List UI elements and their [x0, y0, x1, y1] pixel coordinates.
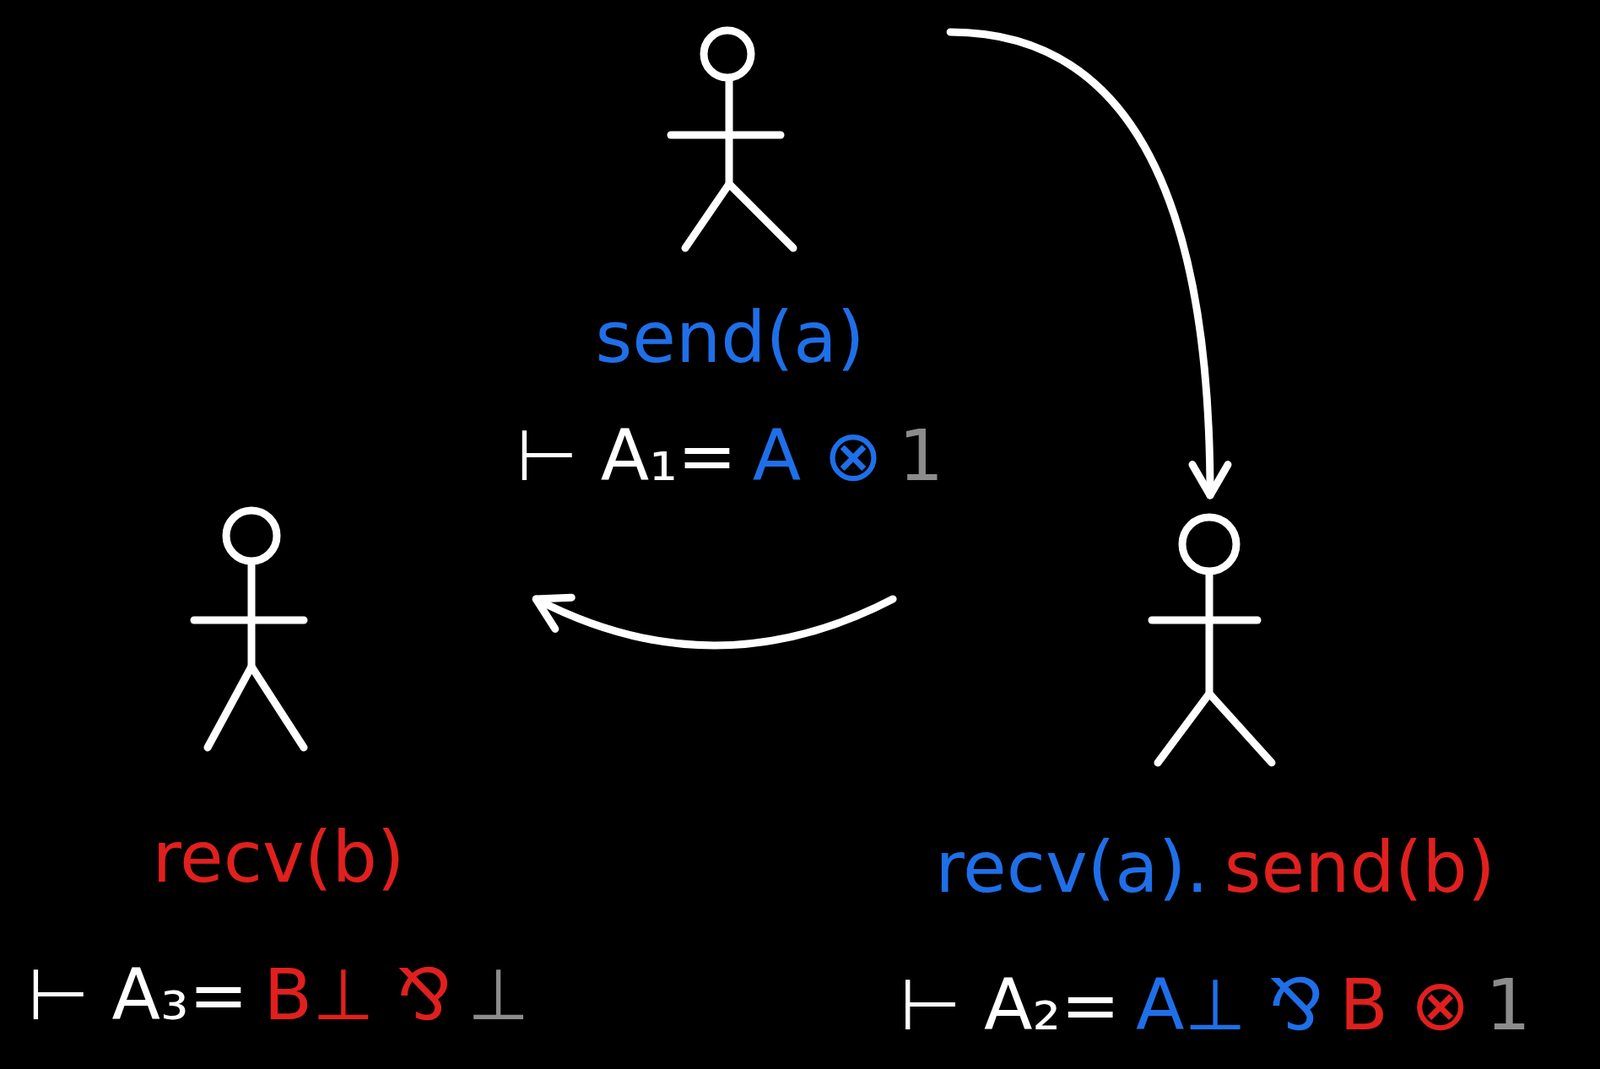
formula-text: B ⊗	[1339, 962, 1471, 1048]
formula-text: recv(b)	[151, 815, 405, 900]
formula-text: recv(a).	[935, 825, 1209, 910]
formula-text: A⊥ ⅋	[1135, 962, 1325, 1048]
formula-text: ⊢ A₃=	[27, 952, 249, 1038]
text-line: ⊢ A₁=A ⊗1	[516, 413, 944, 498]
formula-text: ⊥	[467, 952, 530, 1038]
text-line: send(a)	[594, 295, 865, 380]
message-arrow	[535, 597, 893, 646]
message-arrow	[950, 32, 1228, 496]
actor-figure	[194, 510, 304, 748]
formula-text: A ⊗	[752, 413, 884, 498]
actor-node: recv(a).send(b) ⊢ A₂=A⊥ ⅋B ⊗1	[899, 502, 1531, 1048]
formula-text: send(a)	[594, 295, 865, 380]
formula-text: ⊢ A₂=	[899, 962, 1120, 1048]
text-line: recv(b)	[151, 815, 405, 900]
formula-text: B⊥ ⅋	[264, 952, 453, 1038]
text-line: ⊢ A₃=B⊥ ⅋⊥	[27, 952, 530, 1038]
formula-text: send(b)	[1224, 825, 1496, 910]
formula-text: 1	[898, 413, 944, 498]
actor-node: recv(b) ⊢ A₃=B⊥ ⅋⊥	[27, 489, 530, 1038]
actor-node: send(a) ⊢ A₁=A ⊗1	[516, 25, 944, 498]
formula-text: 1	[1485, 962, 1530, 1048]
actor-figure	[670, 30, 794, 249]
actor-figure	[1151, 517, 1272, 763]
text-line: recv(a).send(b)	[935, 825, 1495, 910]
formula-text: ⊢ A₁=	[516, 413, 737, 498]
text-line: ⊢ A₂=A⊥ ⅋B ⊗1	[899, 962, 1531, 1048]
